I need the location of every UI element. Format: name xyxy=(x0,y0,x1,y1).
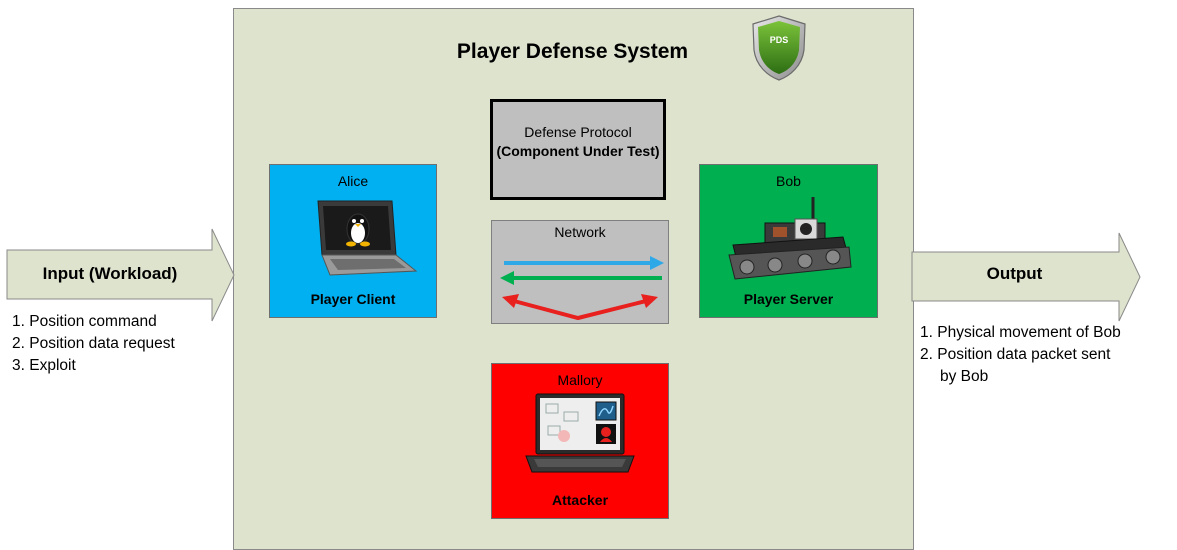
input-list: 1. Position command 2. Position data req… xyxy=(12,311,175,377)
output-item: 1. Physical movement of Bob xyxy=(920,324,1121,341)
mallory-role: Attacker xyxy=(551,492,609,508)
alice-role: Player Client xyxy=(310,291,396,307)
bob-role: Player Server xyxy=(743,291,834,307)
output-arrow xyxy=(911,232,1141,322)
bob-player-server-box: Bob Player Server xyxy=(699,164,878,318)
network-traffic-arrows xyxy=(500,256,664,321)
mallory-name: Mallory xyxy=(557,372,603,388)
input-label: Input (Workload) xyxy=(42,264,178,283)
output-item: by Bob xyxy=(940,368,989,385)
linux-laptop-icon xyxy=(317,200,418,276)
output-list: 1. Physical movement of Bob 2. Position … xyxy=(920,322,1121,388)
alice-name: Alice xyxy=(337,173,369,189)
bob-name: Bob xyxy=(776,173,801,189)
hacker-laptop-icon xyxy=(525,393,635,473)
output-item: 2. Position data packet sent xyxy=(920,346,1111,363)
input-item: 1. Position command xyxy=(12,313,157,330)
output-label: Output xyxy=(986,264,1043,283)
robot-icon xyxy=(728,197,852,280)
pds-badge-text: PDS xyxy=(770,35,789,45)
defense-protocol-box: Defense Protocol (Component Under Test) xyxy=(490,99,666,200)
diagram-title: Player Defense System xyxy=(456,40,689,63)
input-item: 3. Exploit xyxy=(12,357,76,374)
attacker-arrows xyxy=(513,299,647,321)
mallory-attacker-box: Mallory Attacker xyxy=(491,363,669,519)
input-item: 2. Position data request xyxy=(12,335,175,352)
pds-shield-icon: PDS xyxy=(752,15,806,81)
alice-player-client-box: Alice Player Client xyxy=(269,164,437,318)
defense-protocol-label: Defense Protocol xyxy=(524,124,632,140)
component-under-test-label: (Component Under Test) xyxy=(496,143,660,159)
input-arrow xyxy=(6,228,235,322)
network-label: Network xyxy=(554,224,606,240)
network-box: Network xyxy=(491,220,669,324)
